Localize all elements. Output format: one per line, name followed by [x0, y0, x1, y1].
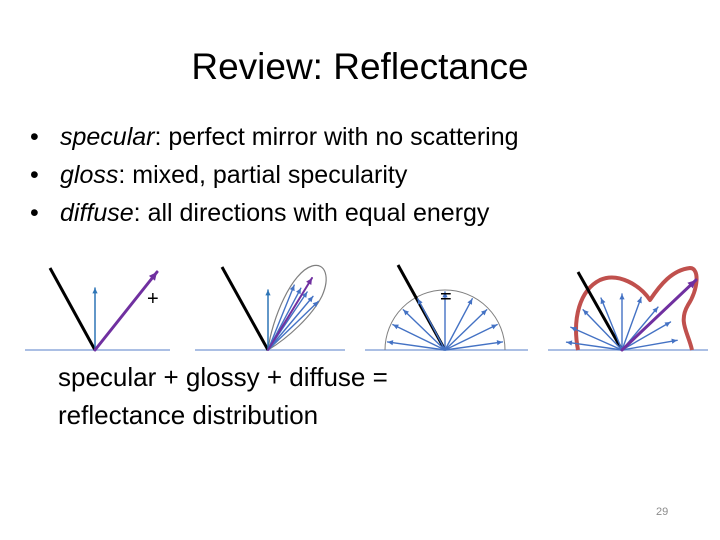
combined-ray: [570, 326, 623, 351]
page-number: 29: [656, 506, 669, 518]
bullet-marker: •: [30, 123, 39, 151]
specular-ray: [267, 277, 313, 351]
glossy-panel: [195, 264, 345, 352]
caption: specular + glossy + diffuse = reflectanc…: [58, 358, 388, 434]
combined-ray-head: [600, 298, 606, 305]
diffuse-ray-head: [467, 298, 473, 305]
diffuse-ray-head: [442, 292, 448, 298]
normal-arrow-head: [265, 290, 271, 296]
normal-arrow-head: [92, 288, 98, 294]
slide-title: Review: Reflectance: [191, 46, 529, 87]
combined-ray-head: [566, 340, 573, 346]
bullet-specular: • specular: perfect mirror with no scatte…: [30, 118, 690, 156]
diffuse-ray: [444, 341, 504, 351]
diffuse-ray-head: [417, 298, 423, 305]
combined-ray: [600, 297, 623, 351]
bullet-marker: •: [30, 199, 39, 227]
glossy-ray: [267, 295, 314, 351]
incident-ray: [220, 266, 270, 351]
specular-ray-head: [148, 272, 157, 281]
bullet-text: : mixed, partial specularity: [118, 161, 408, 189]
reflectance-diagrams: + =: [25, 264, 708, 352]
diffuse-ray-head: [387, 340, 394, 346]
bullet-term: diffuse: [60, 199, 134, 227]
diffuse-ray: [444, 298, 473, 351]
glossy-ray-head: [307, 296, 313, 303]
specular-panel: [25, 267, 170, 352]
combined-ray: [565, 341, 623, 351]
diffuse-ray: [444, 323, 498, 351]
bullet-term: specular: [60, 123, 155, 151]
specular-ray: [93, 270, 159, 352]
specular-ray: [620, 278, 698, 352]
combined-ray-head: [619, 294, 625, 300]
diffuse-ray-head: [392, 324, 399, 330]
caption-line: specular + glossy + diffuse =: [58, 362, 388, 392]
glossy-ray: [267, 284, 295, 351]
diffuse-ray: [402, 309, 446, 351]
diffuse-ray-head: [403, 309, 409, 316]
diffuse-ray-head: [496, 340, 503, 346]
glossy-ray-head: [296, 288, 301, 295]
specular-ray-head: [306, 278, 312, 285]
incident-ray: [48, 267, 97, 351]
bullet-term: gloss: [60, 161, 119, 189]
diffuse-hemisphere: [384, 289, 506, 351]
combined-ray-head: [570, 327, 577, 332]
bullet-text: : all directions with equal energy: [133, 199, 490, 227]
bullet-diffuse: • diffuse: all directions with equal ener…: [30, 194, 690, 232]
combined-panel: [548, 266, 708, 352]
glossy-lobe: [267, 264, 327, 352]
diffuse-ray: [392, 323, 446, 351]
incident-ray: [576, 271, 624, 351]
diffuse-ray-head: [491, 324, 498, 330]
glossy-ray: [267, 300, 320, 351]
equals-sign: =: [440, 286, 452, 308]
bullet-text: : perfect mirror with no scattering: [154, 123, 519, 151]
combined-ray-head: [583, 309, 589, 316]
combined-ray: [621, 296, 642, 351]
combined-ray: [621, 321, 672, 351]
combined-ray-head: [636, 297, 642, 304]
caption-line: reflectance distribution: [58, 400, 319, 430]
combined-ray: [621, 339, 678, 351]
combined-ray-head: [652, 307, 658, 313]
diffuse-ray-head: [481, 309, 487, 316]
diffuse-ray: [444, 309, 488, 351]
bullet-list: • specular: perfect mirror with no scatte…: [30, 118, 690, 232]
bullet-marker: •: [30, 161, 39, 189]
combined-ray-head: [664, 322, 671, 327]
bullet-gloss: • gloss: mixed, partial specularity: [30, 156, 690, 194]
glossy-ray-head: [301, 291, 308, 298]
diffuse-ray: [417, 298, 446, 351]
specular-ray-head: [687, 280, 696, 289]
plus-sign: +: [147, 288, 159, 310]
diffuse-panel: [365, 264, 528, 351]
combined-ray-head: [671, 338, 678, 344]
combined-ray: [582, 309, 623, 351]
diffuse-ray: [386, 341, 446, 351]
glossy-ray-head: [289, 285, 295, 292]
glossy-ray-head: [312, 301, 319, 308]
